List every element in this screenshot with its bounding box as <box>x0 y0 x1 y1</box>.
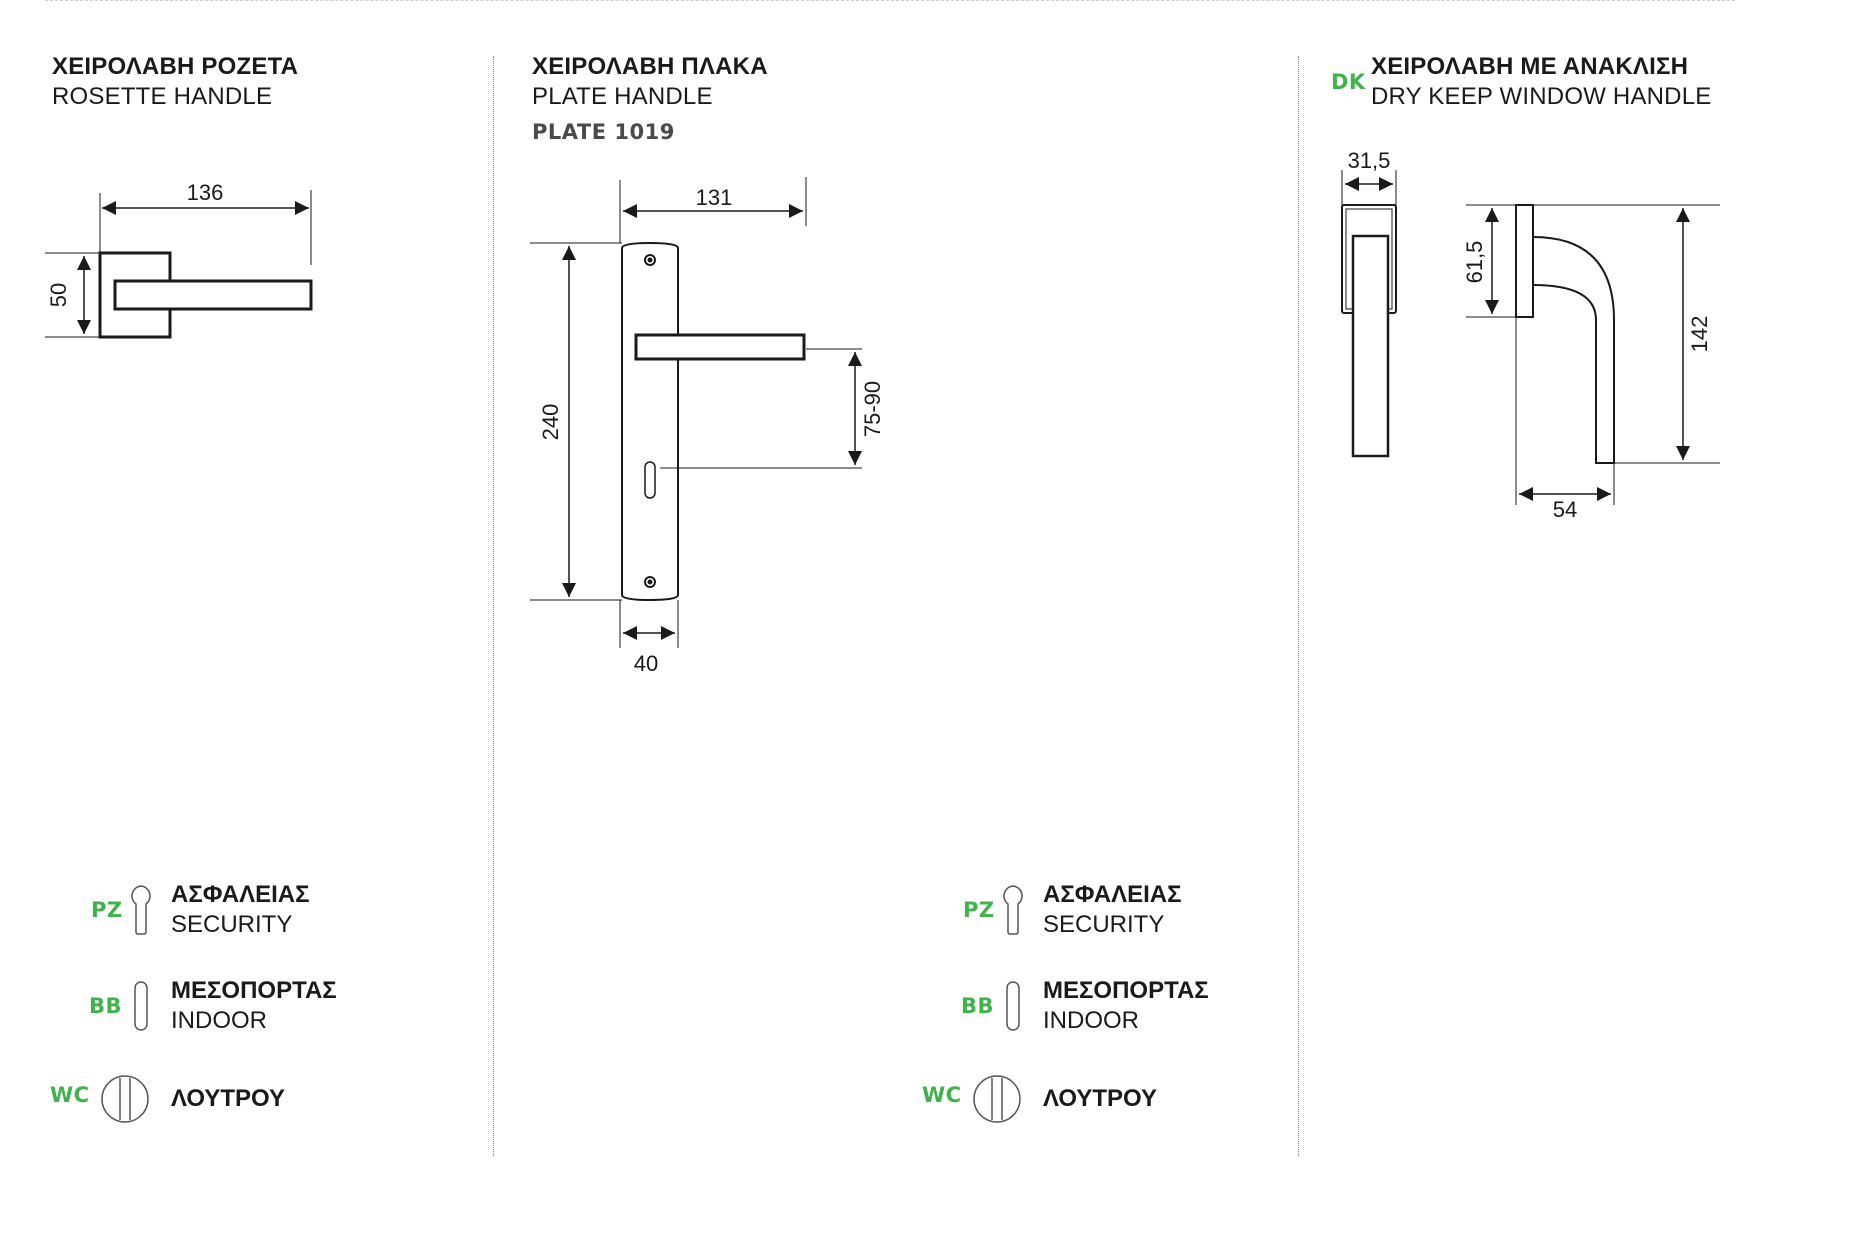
dk-side-rosette <box>1515 204 1534 318</box>
dk-height-dim: 142 <box>1687 316 1712 353</box>
column-divider <box>1298 56 1299 1156</box>
bb-code-label: BB <box>961 994 995 1018</box>
legend-title-english: SECURITY <box>1043 911 1165 938</box>
dk-front-lever <box>1351 234 1390 458</box>
plate-distance-dim: 75-90 <box>860 381 885 437</box>
cylinder-keyhole-icon <box>131 885 151 935</box>
bb-legend-text: ΜΕΣΟΠΟΡΤΑΣ INDOOR <box>1043 976 1209 1036</box>
bathroom-lock-icon <box>101 1075 149 1123</box>
legend-title-greek: ΜΕΣΟΠΟΡΤΑΣ <box>171 977 337 1004</box>
rosette-lever <box>113 279 313 311</box>
plate-handle-drawing <box>530 177 862 648</box>
legend-title-english: INDOOR <box>1043 1007 1139 1034</box>
section-title-english: PLATE HANDLE <box>532 83 713 110</box>
dk-side-lever <box>1532 236 1615 464</box>
bit-key-slot-icon <box>134 981 148 1031</box>
legend-title-english: INDOOR <box>171 1007 267 1034</box>
legend-title-greek: ΛΟΥΤΡΟΥ <box>171 1085 286 1112</box>
rosette-width-dim: 136 <box>187 180 224 205</box>
wc-code-label: WC <box>922 1083 962 1107</box>
section-title-greek: ΧΕΙΡΟΛΑΒΗ ΡΟΖΕΤΑ <box>52 53 299 80</box>
legend-title-greek: ΛΟΥΤΡΟΥ <box>1043 1085 1158 1112</box>
wc-code-label: WC <box>50 1083 90 1107</box>
section-title-greek: ΧΕΙΡΟΛΑΒΗ ΠΛΑΚΑ <box>532 53 768 80</box>
rosette-height-dim: 50 <box>46 283 71 307</box>
plate-handle-heading: ΧΕΙΡΟΛΑΒΗ ΠΛΑΚΑ PLATE HANDLE PLATE 1019 <box>532 52 768 144</box>
legend-title-greek: ΑΣΦΑΛΕΙΑΣ <box>171 881 310 908</box>
legend-title-greek: ΑΣΦΑΛΕΙΑΣ <box>1043 881 1182 908</box>
bathroom-lock-icon <box>973 1075 1021 1123</box>
dk-rosette-dim: 61,5 <box>1462 241 1487 284</box>
pz-code-label: PZ <box>963 898 995 922</box>
top-rule <box>45 0 1735 1</box>
plate-width-dim: 40 <box>634 651 658 676</box>
keyhole <box>644 461 656 499</box>
rosette-handle-drawing <box>45 190 313 339</box>
plate-model-label: PLATE 1019 <box>532 120 675 144</box>
legend-title-english: SECURITY <box>171 911 293 938</box>
plate-length-dim: 131 <box>696 185 733 210</box>
dk-code-label: DK <box>1331 70 1366 94</box>
bb-code-label: BB <box>89 994 123 1018</box>
plate-lever <box>634 333 806 361</box>
bit-key-slot-icon <box>1006 981 1020 1031</box>
rosette-handle-heading: ΧΕΙΡΟΛΑΒΗ ΡΟΖΕΤΑ ROSETTE HANDLE <box>52 52 298 112</box>
pz-code-label: PZ <box>91 898 123 922</box>
wc-legend-text: ΛΟΥΤΡΟΥ <box>1043 1084 1157 1114</box>
section-title-greek: ΧΕΙΡΟΛΑΒΗ ΜΕ ΑΝΑΚΛΙΣΗ <box>1371 53 1689 80</box>
pz-legend-text: ΑΣΦΑΛΕΙΑΣ SECURITY <box>1043 880 1182 940</box>
pz-legend-text: ΑΣΦΑΛΕΙΑΣ SECURITY <box>171 880 310 940</box>
backplate <box>621 241 679 602</box>
dk-handle-drawing <box>1341 170 1720 505</box>
dk-handle-heading: ΧΕΙΡΟΛΑΒΗ ΜΕ ΑΝΑΚΛΙΣΗ DRY KEEP WINDOW HA… <box>1371 52 1711 112</box>
dk-width-dim: 31,5 <box>1348 148 1391 173</box>
section-title-english: ROSETTE HANDLE <box>52 83 273 110</box>
bb-legend-text: ΜΕΣΟΠΟΡΤΑΣ INDOOR <box>171 976 337 1036</box>
legend-title-greek: ΜΕΣΟΠΟΡΤΑΣ <box>1043 977 1209 1004</box>
wc-legend-text: ΛΟΥΤΡΟΥ <box>171 1084 285 1114</box>
cylinder-keyhole-icon <box>1003 885 1023 935</box>
column-divider <box>493 56 494 1156</box>
plate-height-dim: 240 <box>538 404 563 441</box>
dk-depth-dim: 54 <box>1553 497 1577 522</box>
section-title-english: DRY KEEP WINDOW HANDLE <box>1371 83 1712 110</box>
